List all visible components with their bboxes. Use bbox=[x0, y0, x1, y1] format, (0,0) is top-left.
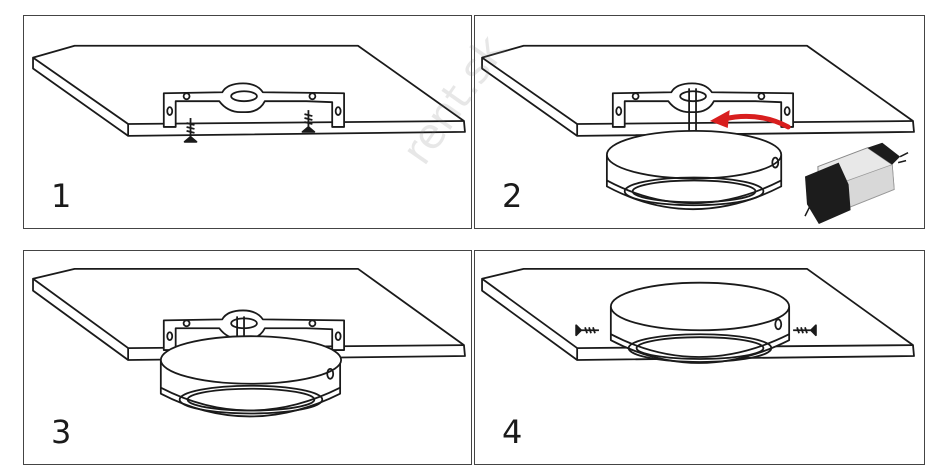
screw-right bbox=[301, 110, 316, 133]
step-3-panel: 3 bbox=[23, 250, 472, 465]
step-2-panel: 2 bbox=[474, 15, 925, 229]
step-number: 3 bbox=[51, 413, 72, 451]
side-screw-left-icon bbox=[575, 324, 599, 337]
ceiling-lamp bbox=[159, 335, 343, 418]
step-number: 2 bbox=[502, 177, 523, 215]
step-4-illustration bbox=[481, 267, 915, 364]
mounting-bracket bbox=[611, 82, 795, 128]
mounting-bracket bbox=[162, 82, 345, 128]
ceiling-edge bbox=[32, 56, 129, 125]
screw-left bbox=[183, 118, 198, 143]
ceiling-lamp bbox=[605, 130, 783, 211]
step-2-illustration bbox=[481, 44, 915, 225]
side-screw-right-icon bbox=[793, 324, 817, 337]
step-1-panel: 1 bbox=[23, 15, 472, 229]
red-arrow-icon bbox=[721, 113, 791, 130]
step-1-illustration bbox=[32, 44, 466, 143]
led-driver-icon bbox=[804, 142, 909, 225]
step-3-illustration bbox=[32, 267, 466, 418]
arrow-head-icon bbox=[709, 110, 730, 128]
step-number: 4 bbox=[502, 413, 523, 451]
step-number: 1 bbox=[51, 177, 72, 215]
ceiling-lamp bbox=[609, 281, 791, 364]
step-4-panel: 4 bbox=[474, 250, 925, 465]
